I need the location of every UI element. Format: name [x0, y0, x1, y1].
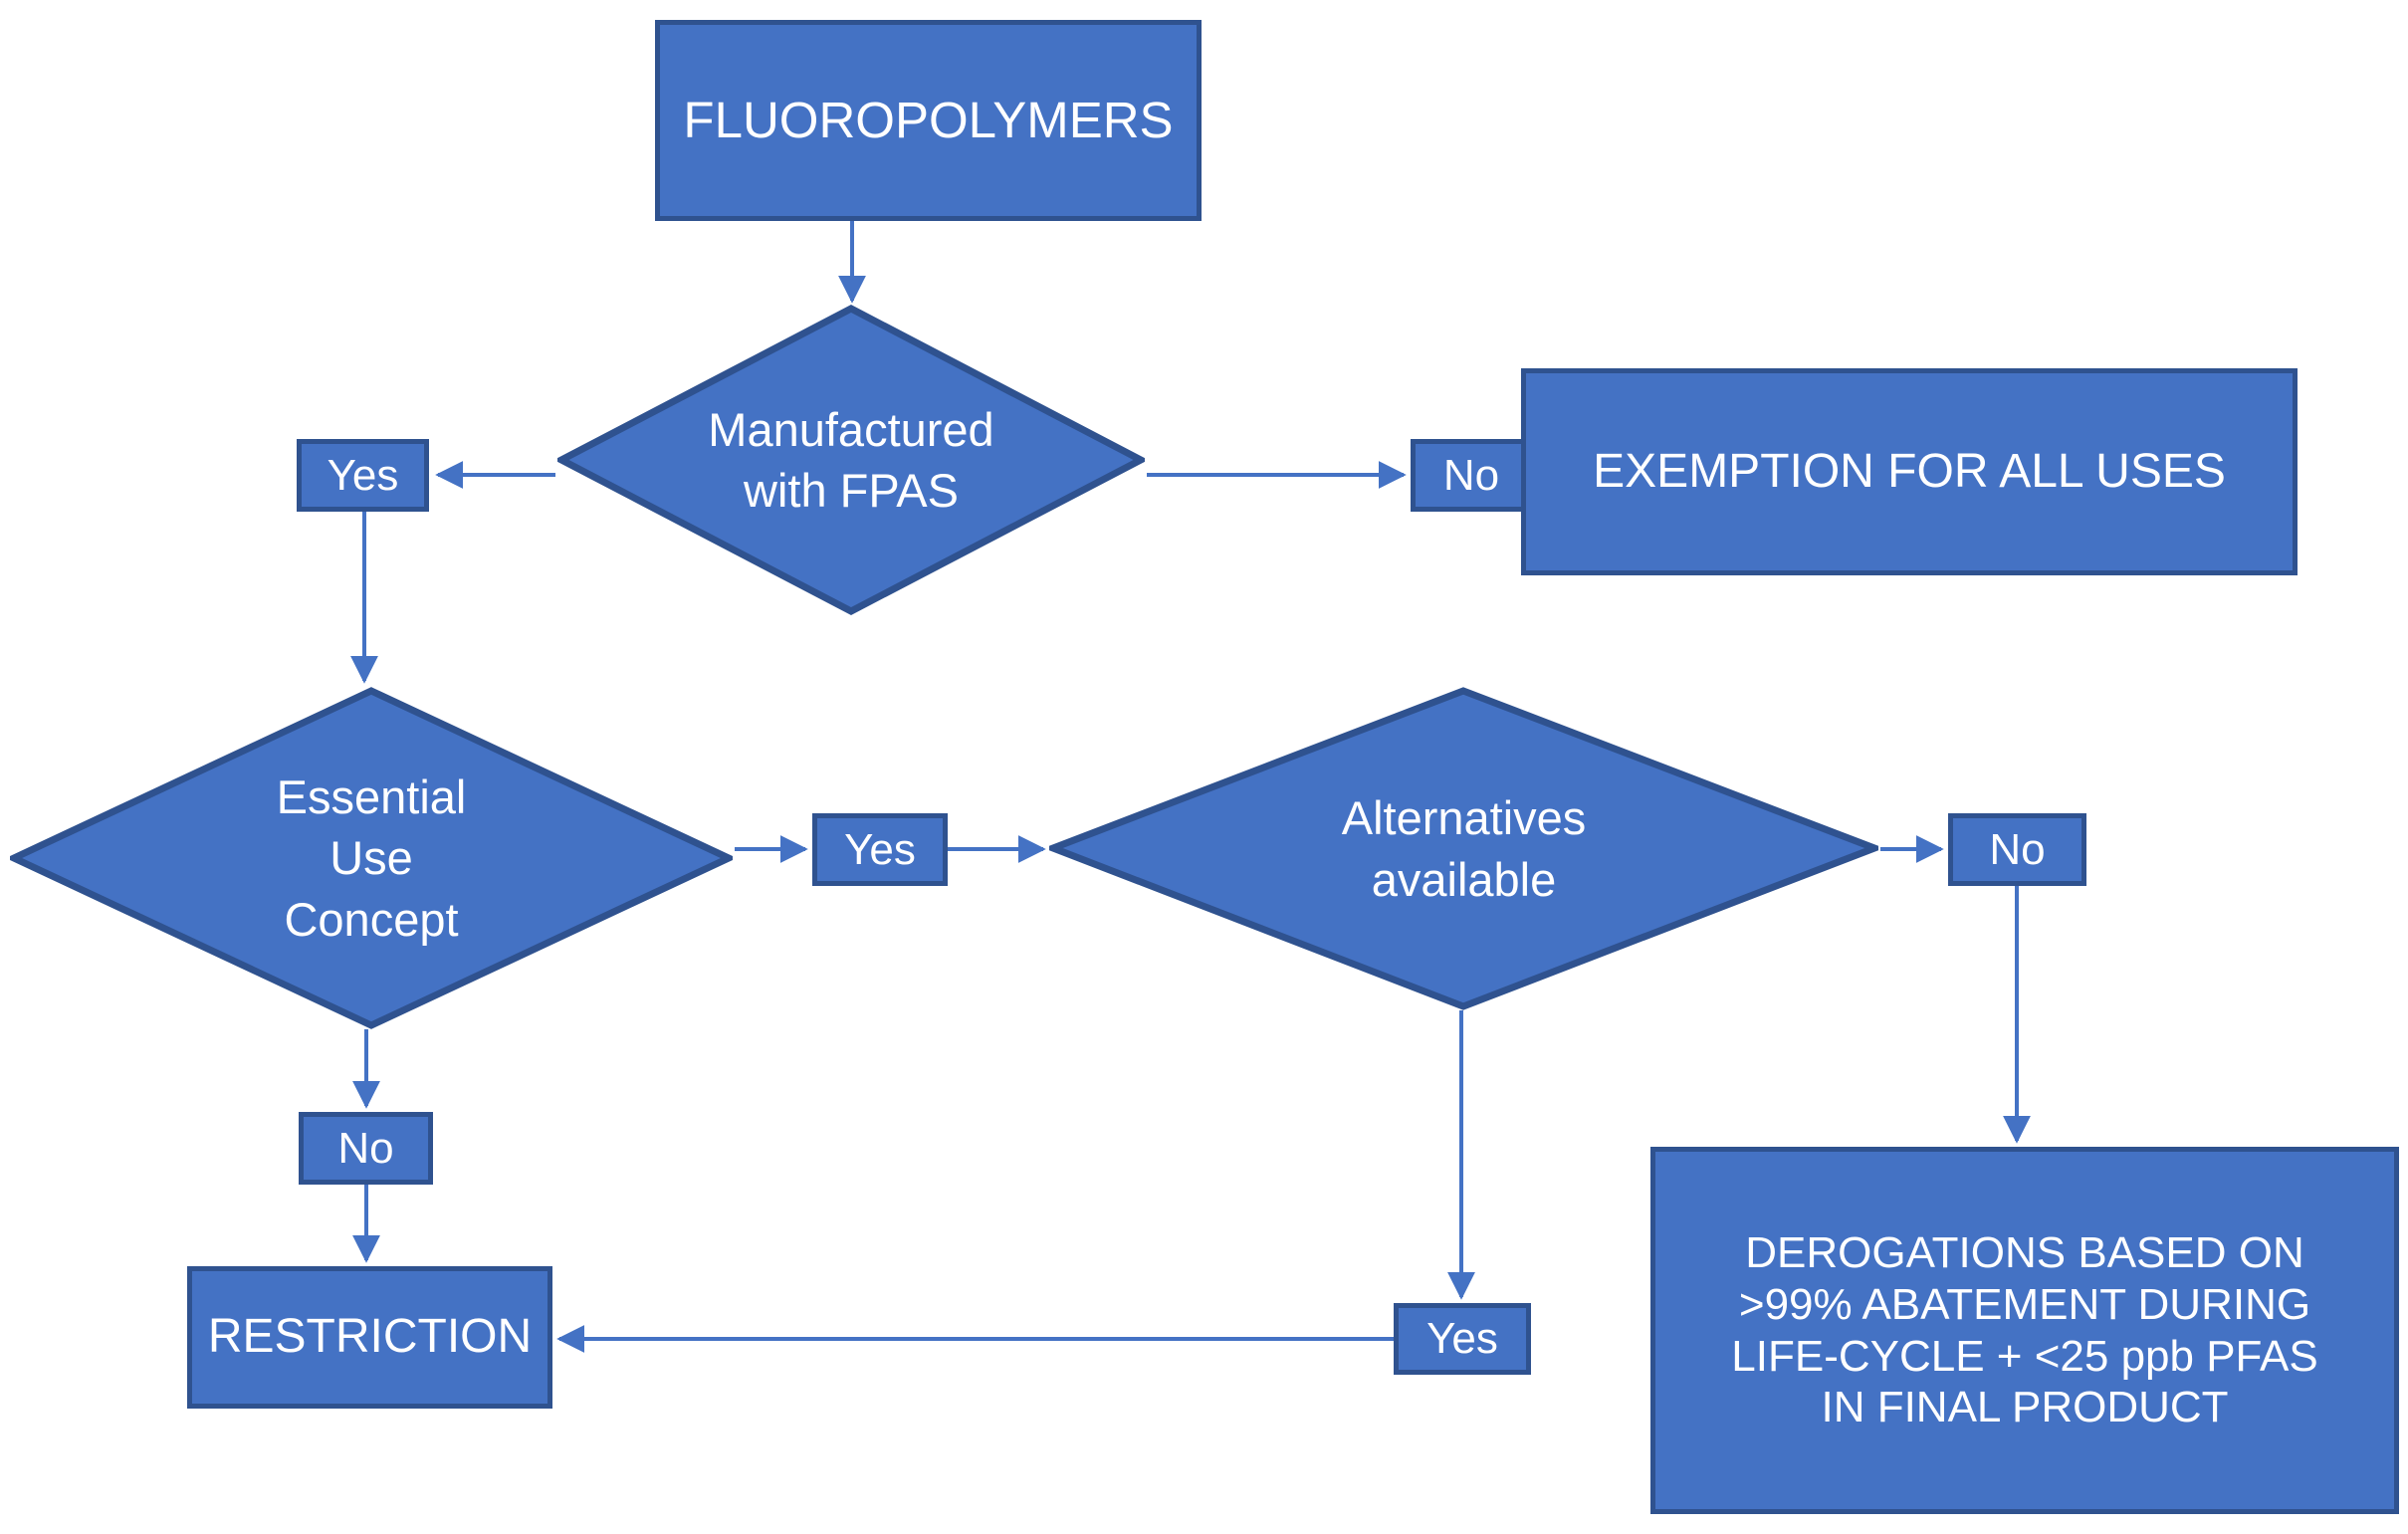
node-fluoropolymers[interactable]: FLUOROPOLYMERS: [655, 20, 1202, 221]
node-no-manufactured[interactable]: No: [1411, 439, 1532, 512]
node-yes-alternatives[interactable]: Yes: [1394, 1303, 1531, 1375]
node-yes-essential-use-label: Yes: [844, 824, 916, 874]
diamond-shape: [557, 305, 1145, 615]
node-no-alternatives-label: No: [1989, 824, 2046, 874]
node-fluoropolymers-label: FLUOROPOLYMERS: [683, 91, 1174, 148]
diamond-shape: [10, 687, 733, 1029]
node-yes-essential-use[interactable]: Yes: [812, 813, 948, 886]
node-yes-alternatives-label: Yes: [1426, 1314, 1498, 1364]
node-yes-manufactured[interactable]: Yes: [297, 439, 429, 512]
node-no-manufactured-label: No: [1442, 450, 1500, 500]
node-restriction[interactable]: RESTRICTION: [187, 1266, 552, 1409]
node-exemption-for-all-uses-label: EXEMPTION FOR ALL USES: [1593, 444, 2226, 498]
node-exemption-for-all-uses[interactable]: EXEMPTION FOR ALL USES: [1521, 368, 2298, 575]
node-yes-manufactured-label: Yes: [327, 450, 399, 500]
node-derogations[interactable]: DEROGATIONS BASED ON >99% ABATEMENT DURI…: [1650, 1147, 2399, 1514]
diamond-shape: [1049, 687, 1878, 1010]
node-restriction-label: RESTRICTION: [207, 1310, 533, 1364]
node-derogations-label: DEROGATIONS BASED ON >99% ABATEMENT DURI…: [1731, 1227, 2318, 1432]
node-manufactured-with-fpas[interactable]: Manufactured with FPAS: [557, 305, 1145, 615]
node-no-alternatives[interactable]: No: [1948, 813, 2086, 886]
node-no-essential-use-label: No: [337, 1123, 394, 1173]
node-no-essential-use[interactable]: No: [299, 1112, 433, 1185]
node-alternatives-available[interactable]: Alternatives available: [1049, 687, 1878, 1010]
node-essential-use-concept[interactable]: Essential Use Concept: [10, 687, 733, 1029]
